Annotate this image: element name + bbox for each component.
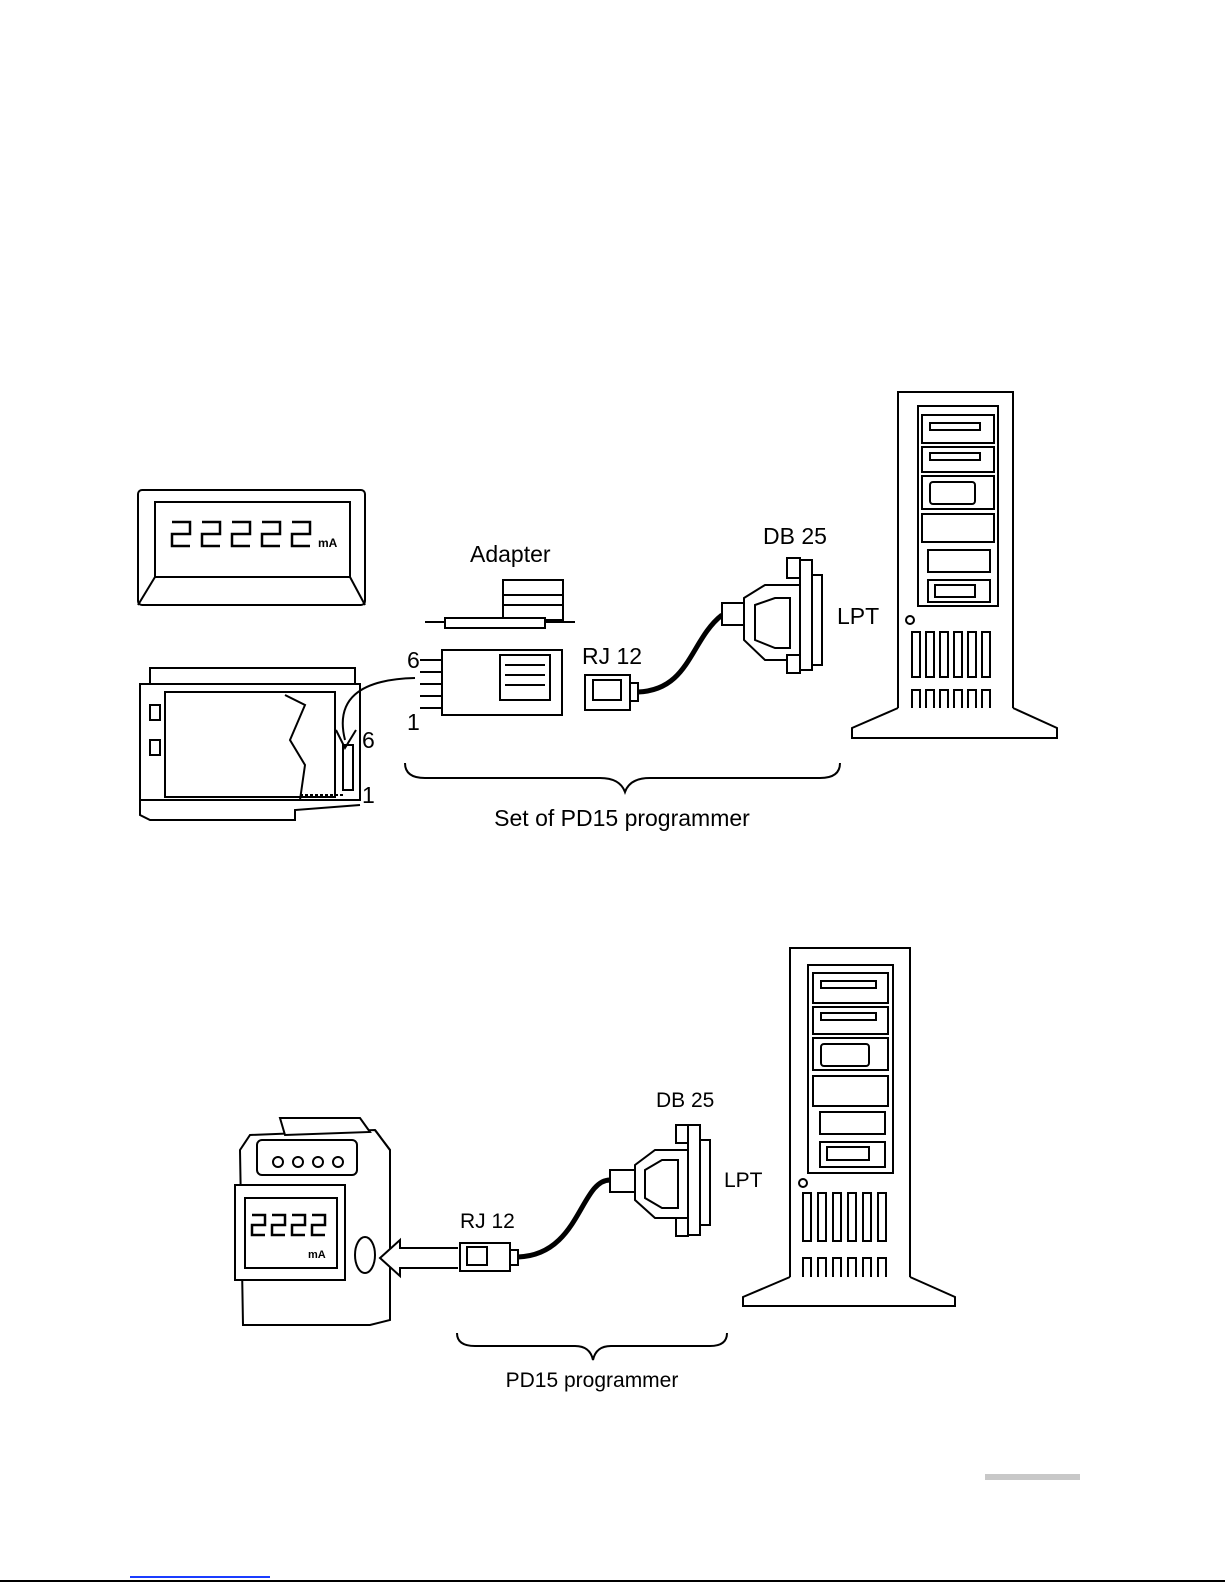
rj12-label-2: RJ 12 <box>460 1210 515 1233</box>
footer-rule <box>0 1580 1225 1582</box>
rj12-label: RJ 12 <box>582 643 642 669</box>
brace-1 <box>405 763 840 792</box>
brace-caption-2: PD15 programmer <box>506 1369 679 1392</box>
unit-label: mA <box>318 536 338 550</box>
db25-connector-2 <box>610 1125 710 1236</box>
page-marker <box>985 1474 1080 1480</box>
diagram-2: mA RJ 12 DB 25 LPT <box>235 948 955 1392</box>
panel-meter-front: mA <box>138 490 365 605</box>
pin-1-label-meter: 1 <box>362 782 375 808</box>
brace-caption-1: Set of PD15 programmer <box>494 805 750 831</box>
pin-1-label-adapter: 1 <box>407 709 420 735</box>
diagram-1: mA 6 1 Adapter <box>138 392 1057 831</box>
adapter-connector <box>420 650 562 715</box>
adapter-icon <box>425 580 575 628</box>
brace-2 <box>457 1333 727 1360</box>
lpt-label: LPT <box>837 603 879 629</box>
lpt-label-2: LPT <box>724 1169 763 1192</box>
pin-6-label-adapter: 6 <box>407 647 420 673</box>
db25-connector <box>722 558 822 673</box>
pc-tower-icon-2 <box>743 948 955 1306</box>
footer-link-underline <box>130 1576 270 1578</box>
db25-label: DB 25 <box>763 523 827 549</box>
din-meter-icon: mA <box>235 1118 458 1325</box>
adapter-label: Adapter <box>470 541 551 567</box>
pc-tower-icon <box>852 392 1057 738</box>
db25-label-2: DB 25 <box>656 1089 714 1112</box>
unit-label-2: mA <box>308 1249 326 1261</box>
pin-6-label-meter: 6 <box>362 727 375 753</box>
